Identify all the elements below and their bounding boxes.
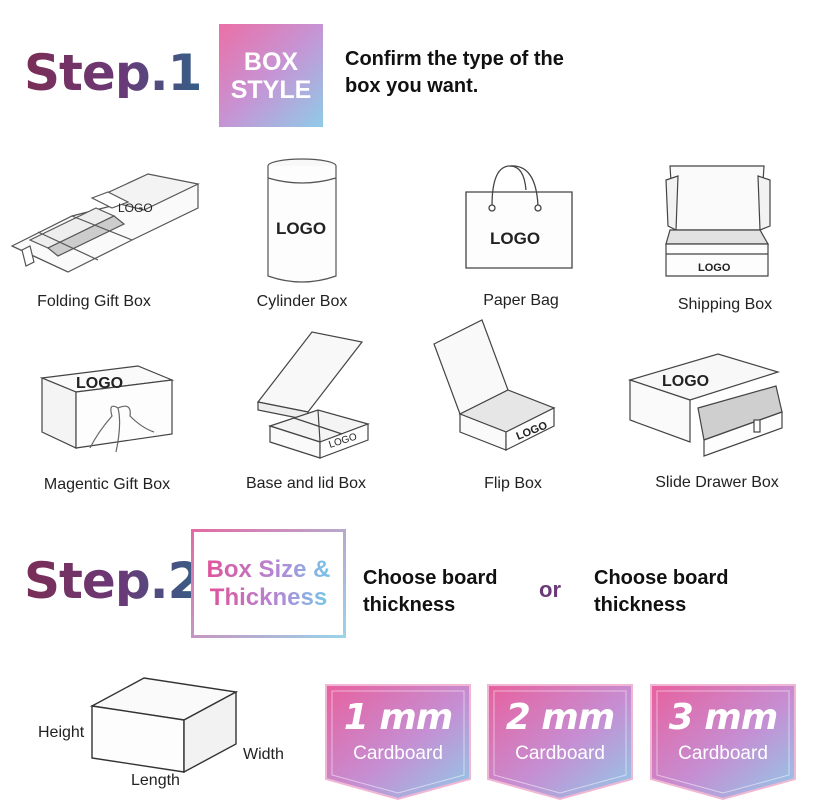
step1-description-line2: box you want. — [345, 75, 479, 97]
dimension-height-label: Height — [38, 724, 85, 741]
step2-option2: Choose board thickness — [594, 565, 728, 619]
box-style-badge: BOX STYLE — [219, 24, 323, 127]
cylinder-box-illustration: LOGO — [262, 156, 342, 286]
paper-bag-illustration: LOGO — [462, 162, 578, 274]
folding-gift-box-logo: LOGO — [118, 201, 153, 215]
slide-drawer-box-logo: LOGO — [662, 373, 709, 390]
thickness-2mm-label: Cardboard — [515, 743, 605, 764]
magnetic-gift-box-illustration: LOGO — [38, 362, 176, 460]
box-style-badge-line1: BOX — [243, 47, 299, 76]
thickness-2mm-value: 2 mm — [505, 697, 616, 738]
or-separator: or — [539, 577, 561, 602]
step2-option2-line1: Choose board — [594, 567, 729, 589]
thickness-1mm-value: 1 mm — [343, 697, 454, 738]
dimension-length-label: Length — [131, 772, 180, 789]
box-size-thickness-badge: Box Size & Thickness — [191, 529, 346, 638]
step2-option1-line2: thickness — [363, 594, 456, 616]
step1-description: Confirm the type of the box you want. — [345, 46, 564, 100]
box-style-badge-line2: STYLE — [230, 75, 312, 104]
label-flip-box: Flip Box — [484, 475, 542, 492]
base-and-lid-box-illustration: LOGO — [254, 328, 372, 462]
dimension-width-label: Width — [243, 746, 284, 763]
label-slide-drawer-box: Slide Drawer Box — [655, 474, 779, 491]
label-paper-bag: Paper Bag — [483, 292, 559, 309]
step1-title: Step.1 — [24, 44, 202, 102]
box-size-badge-line2: Thickness — [209, 583, 328, 611]
shipping-box-illustration: LOGO — [664, 160, 774, 284]
step2-option1-line1: Choose board — [363, 567, 498, 589]
label-cylinder-box: Cylinder Box — [256, 293, 348, 310]
thickness-3mm-value: 3 mm — [668, 697, 779, 738]
paper-bag-logo: LOGO — [490, 229, 540, 248]
thickness-1mm-label: Cardboard — [353, 743, 443, 764]
step2-option2-line2: thickness — [594, 594, 687, 616]
step1-description-line1: Confirm the type of the — [345, 48, 564, 70]
thickness-option-3mm[interactable]: 3 mm Cardboard — [649, 683, 797, 801]
label-base-and-lid-box: Base and lid Box — [245, 475, 367, 492]
flip-box-illustration: LOGO — [430, 318, 564, 452]
thickness-option-1mm[interactable]: 1 mm Cardboard — [324, 683, 472, 801]
shipping-box-logo: LOGO — [698, 262, 731, 274]
label-magnetic-gift-box: Magentic Gift Box — [43, 476, 171, 493]
slide-drawer-box-illustration: LOGO — [626, 350, 786, 458]
thickness-3mm-label: Cardboard — [678, 743, 768, 764]
label-folding-gift-box: Folding Gift Box — [37, 293, 151, 310]
box-dimension-illustration — [88, 672, 240, 776]
thickness-option-2mm[interactable]: 2 mm Cardboard — [486, 683, 634, 801]
box-size-badge-line1: Box Size & — [206, 555, 331, 583]
magnetic-gift-box-logo: LOGO — [76, 375, 123, 392]
step2-title: Step.2 — [24, 552, 202, 610]
label-shipping-box: Shipping Box — [677, 296, 773, 313]
step2-option1: Choose board thickness — [363, 565, 497, 619]
cylinder-box-logo: LOGO — [276, 219, 326, 238]
folding-gift-box-illustration: LOGO — [8, 168, 202, 278]
